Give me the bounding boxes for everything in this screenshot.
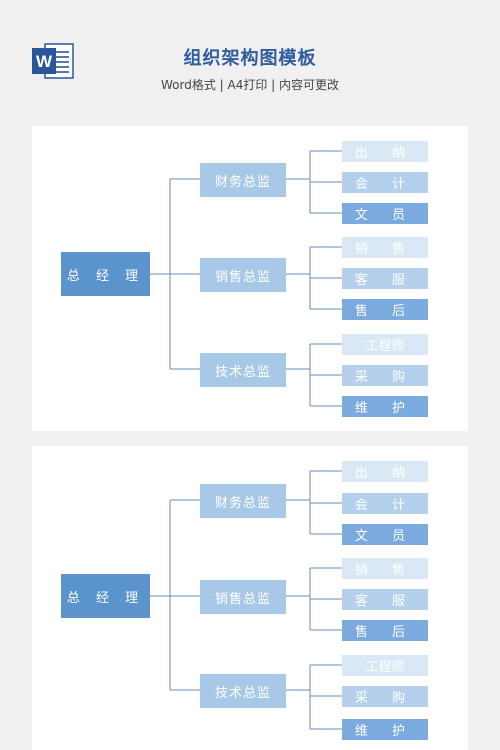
director-sales-box: 销售总监 — [200, 580, 286, 614]
svg-text:W: W — [36, 52, 53, 71]
header: W 组织架构图模板 Word格式 | A4打印 | 内容可更改 — [0, 0, 500, 110]
member-box: 会 计 — [342, 172, 428, 193]
org-chart-card: 总 经 理 财务总监 销售总监 技术总监 出 纳 会 计 文 员 销 售 客 服… — [32, 126, 468, 431]
member-box: 采 购 — [342, 686, 428, 707]
member-box: 会 计 — [342, 493, 428, 514]
director-finance-box: 财务总监 — [200, 484, 286, 518]
member-box: 售 后 — [342, 620, 428, 641]
member-box: 销 售 — [342, 558, 428, 579]
member-box: 维 护 — [342, 396, 428, 417]
member-box: 客 服 — [342, 589, 428, 610]
ceo-box: 总 经 理 — [61, 252, 150, 296]
member-box: 出 纳 — [342, 461, 428, 482]
member-box: 工程师 — [342, 334, 428, 355]
member-box: 维 护 — [342, 719, 428, 740]
word-document-icon: W — [31, 41, 76, 81]
connector-lines — [150, 150, 342, 407]
org-chart-card: 总 经 理 财务总监 销售总监 技术总监 出 纳 会 计 文 员 销 售 客 服… — [32, 446, 468, 750]
member-box: 出 纳 — [342, 141, 428, 162]
member-box: 工程师 — [342, 655, 428, 676]
member-box: 文 员 — [342, 524, 428, 545]
connector-lines — [150, 470, 342, 730]
director-tech-box: 技术总监 — [200, 353, 286, 387]
page-title: 组织架构图模板 — [183, 48, 317, 69]
director-tech-box: 技术总监 — [200, 674, 286, 708]
ceo-box: 总 经 理 — [61, 574, 150, 618]
page-subtitle: Word格式 | A4打印 | 内容可更改 — [160, 78, 340, 92]
director-finance-box: 财务总监 — [200, 163, 286, 197]
director-sales-box: 销售总监 — [200, 258, 286, 292]
member-box: 客 服 — [342, 268, 428, 289]
member-box: 文 员 — [342, 203, 428, 224]
member-box: 售 后 — [342, 299, 428, 320]
member-box: 采 购 — [342, 365, 428, 386]
member-box: 销 售 — [342, 237, 428, 258]
